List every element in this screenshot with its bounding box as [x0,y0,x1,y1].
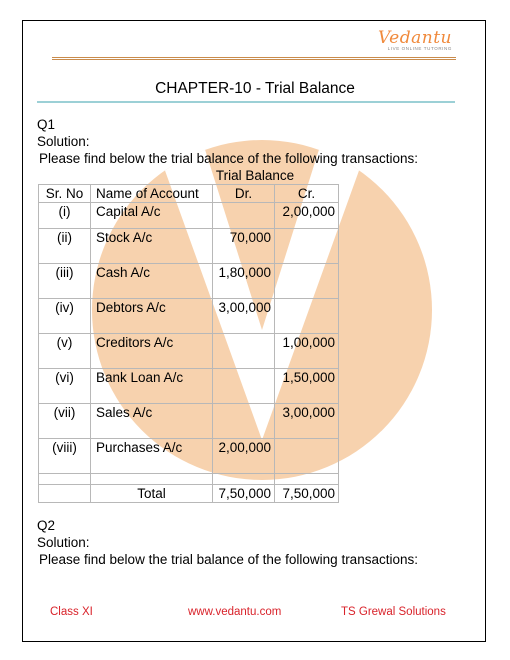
brand-tagline: LIVE ONLINE TUTORING [387,46,452,51]
credit-amount: 2,00,000 [282,204,335,219]
account-name: Debtors A/c [96,300,166,315]
column-header: Cr. [274,184,339,203]
table-row: (iii) Cash A/c 1,80,000 [38,263,339,299]
brand-logo[interactable]: Vedantu LIVE ONLINE TUTORING [378,28,452,51]
chapter-title: CHAPTER-10 - Trial Balance [155,80,355,97]
credit-amount [275,439,335,440]
credit-amount [275,299,335,300]
q1-solution-label: Solution: [37,134,90,149]
table-row: (viii) Purchases A/c 2,00,000 [38,438,339,474]
account-name: Creditors A/c [96,335,174,350]
table-row: (vi) Bank Loan A/c 1,50,000 [38,368,339,404]
table-row: (i) Capital A/c 2,00,000 [38,202,339,229]
q2-intro: Please find below the trial balance of t… [39,552,418,567]
total-row: Total 7,50,000 7,50,000 [38,484,339,503]
account-name: Cash A/c [96,265,151,280]
total-credit: 7,50,000 [274,484,339,503]
table-row: (iv) Debtors A/c 3,00,000 [38,298,339,334]
sr-no: (viii) [52,440,77,455]
debit-amount [213,203,271,204]
debit-amount: 3,00,000 [218,300,271,315]
table-header-row: Sr. No Name of Account Dr. Cr. [38,184,339,203]
credit-amount: 1,00,000 [282,335,335,350]
debit-amount: 1,80,000 [218,265,271,280]
credit-amount [275,264,335,265]
total-label: Total [90,484,213,503]
sr-no: (iv) [55,300,74,315]
account-name: Bank Loan A/c [96,370,184,385]
account-name: Capital A/c [96,204,161,219]
table-row: (ii) Stock A/c 70,000 [38,228,339,264]
account-name: Sales A/c [96,405,153,420]
column-header: Dr. [212,184,275,203]
sr-no: (vi) [55,370,74,385]
trial-balance-caption: Trial Balance [215,168,295,183]
credit-amount [275,229,335,230]
credit-amount: 3,00,000 [282,405,335,420]
q2-label: Q2 [37,518,56,533]
credit-amount: 1,50,000 [282,370,335,385]
total-debit: 7,50,000 [212,484,275,503]
debit-amount: 2,00,000 [218,440,271,455]
debit-amount [213,404,271,405]
q1-intro: Please find below the trial balance of t… [39,151,418,166]
debit-amount [213,369,271,370]
page-frame [22,20,486,642]
table-spacer-row [38,473,339,485]
footer-book-title: TS Grewal Solutions [341,606,446,618]
footer-website-link[interactable]: www.vedantu.com [188,606,282,618]
debit-amount: 70,000 [229,230,271,245]
sr-no: (ii) [57,230,72,245]
sr-no: (vii) [53,405,76,420]
sr-no: (iii) [55,265,74,280]
q2-solution-label: Solution: [37,535,90,550]
sr-no: (i) [58,204,71,219]
column-header: Name of Account [90,184,213,203]
account-name: Stock A/c [96,230,153,245]
account-name: Purchases A/c [96,440,183,455]
table-row: (vii) Sales A/c 3,00,000 [38,403,339,439]
table-row: (v) Creditors A/c 1,00,000 [38,333,339,369]
title-underline [37,101,455,103]
header-rule [52,57,456,60]
q1-label: Q1 [37,117,56,132]
footer-class: Class XI [50,606,93,618]
trial-balance-table: Sr. No Name of Account Dr. Cr. (i) Capit… [38,184,339,503]
debit-amount [213,334,271,335]
column-header: Sr. No [38,184,91,203]
sr-no: (v) [56,335,73,350]
brand-name: Vedantu [377,28,452,48]
